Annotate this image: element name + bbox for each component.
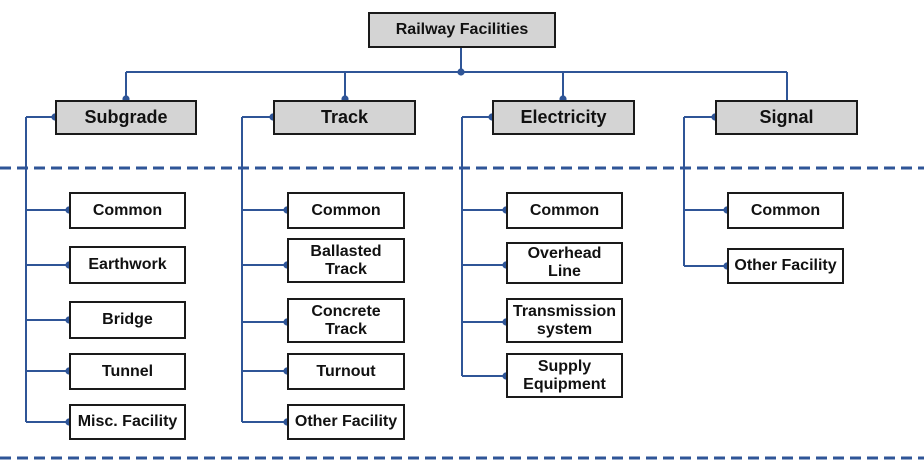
leaf-label: Misc. Facility (77, 413, 178, 431)
leaf-label: Transmission system (512, 302, 617, 338)
leaf-box: Bridge (69, 301, 186, 339)
root-box: Railway Facilities (368, 12, 556, 48)
leaf-box: Other Facility (287, 404, 405, 440)
leaf-label: Common (529, 201, 600, 219)
leaf-label: Concrete Track (311, 302, 381, 338)
leaf-label: Tunnel (101, 362, 154, 380)
leaf-box: Misc. Facility (69, 404, 186, 440)
leaf-box: Transmission system (506, 298, 623, 343)
leaf-label: Turnout (316, 362, 376, 380)
leaf-label: Earthwork (88, 256, 167, 274)
leaf-label: Overhead Line (527, 245, 602, 280)
leaf-box: Supply Equipment (506, 353, 623, 398)
category-label: Subgrade (84, 107, 168, 128)
leaf-box: Ballasted Track (287, 238, 405, 283)
leaf-label: Other Facility (734, 257, 837, 275)
category-box-signal: Signal (715, 100, 858, 135)
leaf-label: Supply Equipment (523, 357, 606, 393)
category-box-track: Track (273, 100, 416, 135)
leaf-box: Turnout (287, 353, 405, 390)
leaf-box: Overhead Line (506, 242, 623, 284)
leaf-box: Common (287, 192, 405, 229)
leaf-box: Common (727, 192, 844, 229)
leaf-label: Common (92, 201, 163, 219)
category-label: Signal (759, 107, 814, 128)
root-label: Railway Facilities (395, 21, 529, 39)
leaf-box: Common (506, 192, 623, 229)
leaf-box: Tunnel (69, 353, 186, 390)
category-box-subgrade: Subgrade (55, 100, 197, 135)
leaf-label: Ballasted Track (310, 242, 382, 278)
category-box-electricity: Electricity (492, 100, 635, 135)
leaf-box: Common (69, 192, 186, 229)
leaf-label: Common (311, 201, 381, 219)
leaf-box: Concrete Track (287, 298, 405, 343)
leaf-label: Common (750, 201, 821, 219)
leaf-box: Other Facility (727, 248, 844, 284)
leaf-label: Bridge (102, 311, 153, 329)
leaf-label: Other Facility (294, 413, 398, 431)
category-label: Track (320, 107, 369, 128)
leaf-box: Earthwork (69, 246, 186, 284)
category-label: Electricity (520, 107, 607, 128)
